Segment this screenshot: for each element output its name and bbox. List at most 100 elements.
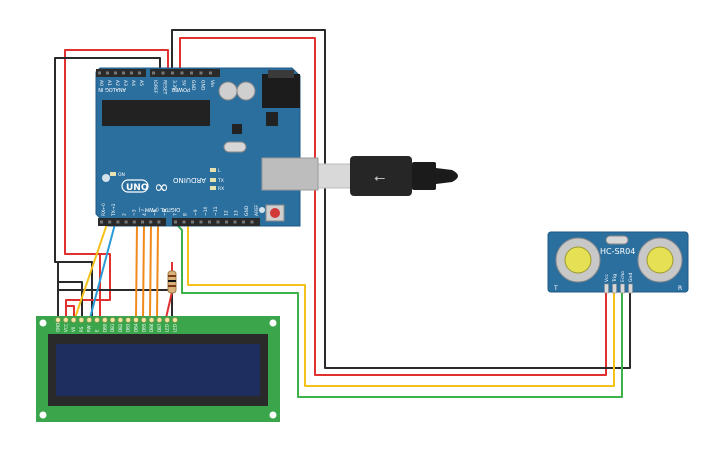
analog-pin-label: A1 [106,80,112,86]
led-on [110,172,116,176]
power-pin-label: IOREF [152,80,158,94]
lcd-pin-label: DB1 [110,323,115,332]
analog-pin-label: A4 [130,80,136,86]
lcd-pin [70,317,77,323]
arduino-brand-label: ARDUINO [173,176,206,184]
lcd-pin-label: DB4 [134,323,139,332]
digital-pin-label: 7 [172,213,178,216]
lcd-pin-label: E [95,329,100,332]
lcd-pin-label: DB3 [126,323,131,332]
analog-in-label: ANALOG IN [98,86,126,92]
sensor-mark-r: R [678,285,682,292]
led-rx [210,186,216,190]
lcd-pin [148,317,155,323]
lcd-pin-label: DB0 [102,323,107,332]
header-pin [174,220,177,224]
lcd-pin-label: LED [173,324,178,332]
usb-cable-end [436,168,458,184]
analog-pin-label: A5 [138,80,144,86]
power-header [150,69,220,77]
power-jack-top [268,70,294,78]
lcd-mount-hole [39,411,47,419]
uno-logo: UNO [126,183,149,193]
uno-logo-badge [121,179,149,193]
wire-echo [173,221,623,398]
sensor-pin [604,283,609,294]
header-pin [132,220,136,224]
lcd-pin-label: V0 [71,326,76,332]
header-pin [225,220,228,224]
header-pin [233,220,237,224]
led-label: TX [217,178,224,184]
resistor [167,270,177,294]
digital-pin-label: AREF [254,204,260,216]
power-label: POWER [171,86,190,92]
lcd-pin [125,317,131,323]
header-pin [199,71,203,75]
header-pin [100,220,103,224]
lcd-mount-hole [269,411,277,419]
capacitor-2 [236,81,256,101]
digital-label: DIGITAL (PWM~) [138,206,180,212]
atmega-chip [102,100,210,126]
led-tx [210,178,216,182]
lcd-mount-hole [39,319,47,327]
wire-db6 [149,223,152,319]
power-jack [262,74,300,108]
lcd-pin [133,317,139,323]
header-pin [108,220,112,224]
mount-hole [102,174,110,182]
header-pin [250,220,254,224]
analog-pin-label: A3 [122,80,128,86]
wires [54,29,631,398]
header-pin [141,220,144,224]
lcd-pin-label: DB2 [118,323,123,332]
digital-pin-label: 13 [234,210,240,216]
usb-cable: ⭠ [317,156,458,196]
header-pin [216,220,220,224]
power-pin-label: GND [200,80,206,91]
header-pin [106,71,109,75]
header-pin [152,71,155,75]
wire-lcd-e [89,223,116,319]
lcd-pin-label: RW [87,325,92,332]
led-label: ON [118,172,125,178]
header-pin [157,220,161,224]
resistor-band [168,275,176,277]
mount-hole [259,207,265,213]
capacitor-1 [218,81,238,101]
lcd-pin-label: DB6 [149,323,154,332]
header-pins [98,71,254,224]
reset-button[interactable] [270,208,280,218]
analog-pin-label: A2 [114,80,120,86]
power-pin-label: 3.3V [171,80,177,91]
digital-pin-label: TX→1 [111,203,117,217]
digital-pin-label: 12 [223,210,229,216]
power-pin-label: GND [190,80,196,91]
lcd-pin [86,317,92,323]
usb-port [261,157,319,191]
header-pin [209,71,212,75]
sensor-pin [612,283,617,294]
crystal [223,141,247,153]
lcd-pin [141,317,147,323]
arduino-uno-board: UNO ∞ ARDUINO DIGITAL (PWM~) ANALOG IN P… [95,67,319,227]
led-label: L [218,168,221,174]
sensor-pin-label: Vcc [604,273,610,282]
digital-pin-label: RX←0 [101,203,107,216]
power-pin-label: 5V [181,80,187,87]
wire-rail-red [64,49,169,318]
header-pin [130,71,133,75]
digital-pin-label: ~5 [152,209,158,216]
header-pin [149,220,153,224]
lcd-pin [172,317,178,323]
header-pin [124,220,128,224]
sensor-crystal [605,235,629,245]
lcd-pin [164,317,170,323]
header-pin [208,220,211,224]
sensor-pin-label: Echo [620,271,626,282]
